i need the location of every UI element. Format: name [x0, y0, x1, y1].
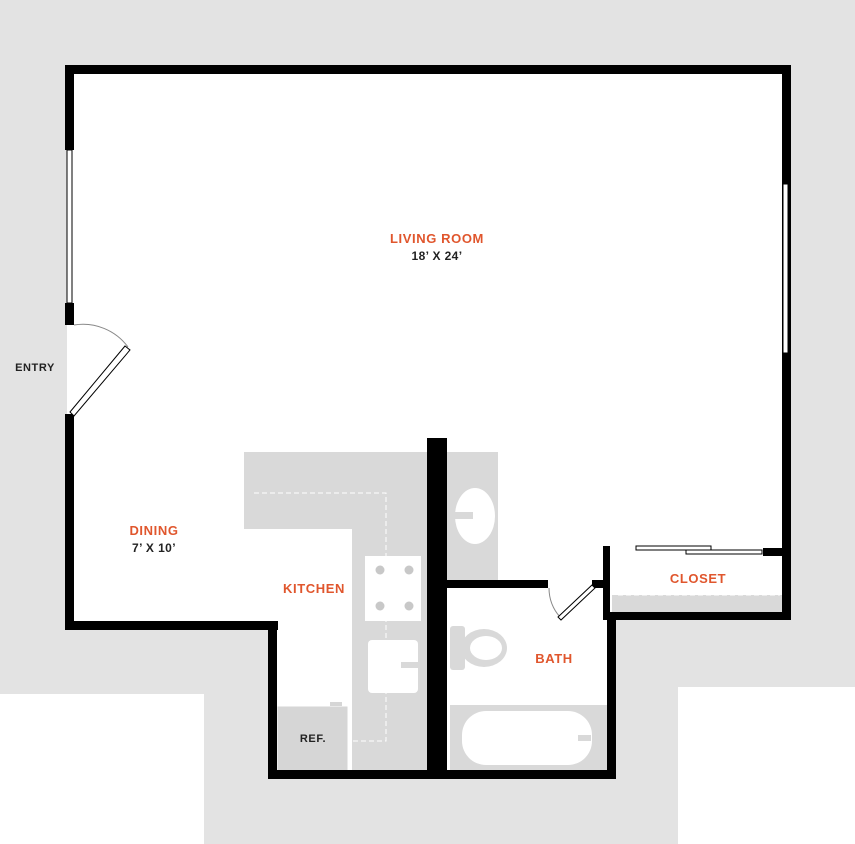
closet-shelf	[612, 594, 782, 615]
bath-label: BATH	[535, 651, 573, 666]
exterior-cutout-left	[0, 694, 204, 844]
kitchen-sink	[368, 640, 418, 693]
exterior-cutout-right	[678, 687, 855, 844]
bathtub	[450, 705, 607, 771]
walls	[65, 65, 791, 779]
refrigerator-label: REF.	[300, 733, 326, 745]
closet-label: CLOSET	[670, 571, 726, 586]
living-room-label: LIVING ROOM	[390, 231, 484, 246]
closet-sliding-doors	[635, 545, 763, 555]
kitchen-label: KITCHEN	[283, 581, 345, 596]
windows	[66, 149, 789, 354]
bath-door	[548, 584, 596, 621]
refrigerator	[276, 702, 349, 772]
toilet	[450, 626, 507, 670]
entry-label: ENTRY	[15, 362, 55, 374]
entry-door	[69, 323, 131, 417]
dining-dimensions: 7’ X 10’	[132, 541, 176, 555]
bath-sink	[455, 488, 495, 544]
cooktop	[365, 556, 421, 621]
dining-label: DINING	[129, 523, 178, 538]
living-room-dimensions: 18’ X 24’	[412, 249, 463, 263]
